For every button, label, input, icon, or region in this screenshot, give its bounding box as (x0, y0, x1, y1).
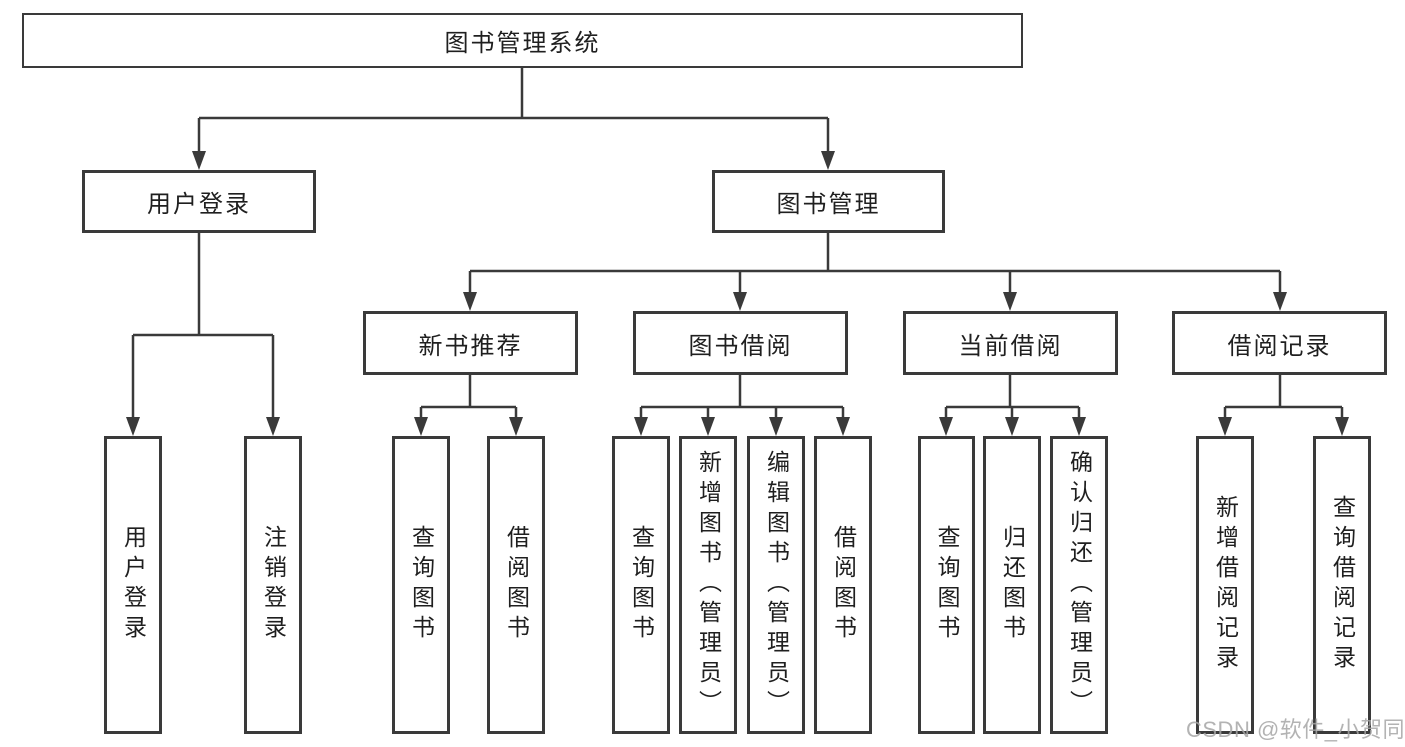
node-label: 新书推荐 (418, 332, 523, 360)
node-label: 图书管理 (776, 191, 881, 218)
node-new-book-recommend: 新书推荐 (363, 311, 578, 375)
leaf-label: 编辑图书（管理员） (763, 450, 790, 720)
node-root-label: 图书管理系统 (444, 30, 601, 57)
node-borrow-records: 借阅记录 (1172, 311, 1387, 375)
leaf-label: 确认归还（管理员） (1066, 450, 1093, 720)
arrowheads (126, 151, 1349, 436)
leaf-label: 用户登录 (120, 525, 147, 645)
node-book-management: 图书管理 (712, 170, 945, 233)
leaf-recommend-borrow-book: 借阅图书 (487, 436, 545, 734)
leaf-label: 归还图书 (999, 525, 1026, 645)
leaf-borrow-edit-book-admin: 编辑图书（管理员） (747, 436, 805, 734)
leaf-label: 新增图书（管理员） (695, 450, 722, 720)
leaf-label: 注销登录 (260, 525, 287, 645)
leaf-current-return-book: 归还图书 (983, 436, 1041, 734)
leaf-recommend-query-book: 查询图书 (392, 436, 450, 734)
leaf-label: 查询借阅记录 (1329, 495, 1356, 675)
node-label: 借阅记录 (1227, 332, 1332, 360)
leaf-label: 查询图书 (408, 525, 435, 645)
node-label: 用户登录 (147, 191, 251, 218)
leaf-records-query-record: 查询借阅记录 (1313, 436, 1371, 734)
node-current-borrow: 当前借阅 (903, 311, 1118, 375)
leaf-current-query-book: 查询图书 (918, 436, 975, 734)
leaf-label: 新增借阅记录 (1212, 495, 1239, 675)
leaf-label: 借阅图书 (830, 525, 857, 645)
leaf-user-login: 用户登录 (104, 436, 162, 734)
leaf-label: 借阅图书 (503, 525, 530, 645)
node-root: 图书管理系统 (22, 13, 1023, 68)
watermark-text: CSDN @软件_小贺同学 (1186, 717, 1405, 742)
leaf-borrow-query-book: 查询图书 (612, 436, 670, 734)
leaf-current-confirm-return-admin: 确认归还（管理员） (1050, 436, 1108, 734)
leaf-records-add-record: 新增借阅记录 (1196, 436, 1254, 734)
node-book-borrow: 图书借阅 (633, 311, 848, 375)
leaf-label: 查询图书 (628, 525, 655, 645)
node-user-login-branch: 用户登录 (82, 170, 316, 233)
leaf-borrow-add-book-admin: 新增图书（管理员） (679, 436, 737, 734)
node-label: 当前借阅 (958, 332, 1063, 360)
leaf-label: 查询图书 (934, 525, 960, 645)
node-label: 图书借阅 (688, 332, 793, 360)
leaf-logout: 注销登录 (244, 436, 302, 734)
leaf-borrow-borrow-book: 借阅图书 (814, 436, 872, 734)
